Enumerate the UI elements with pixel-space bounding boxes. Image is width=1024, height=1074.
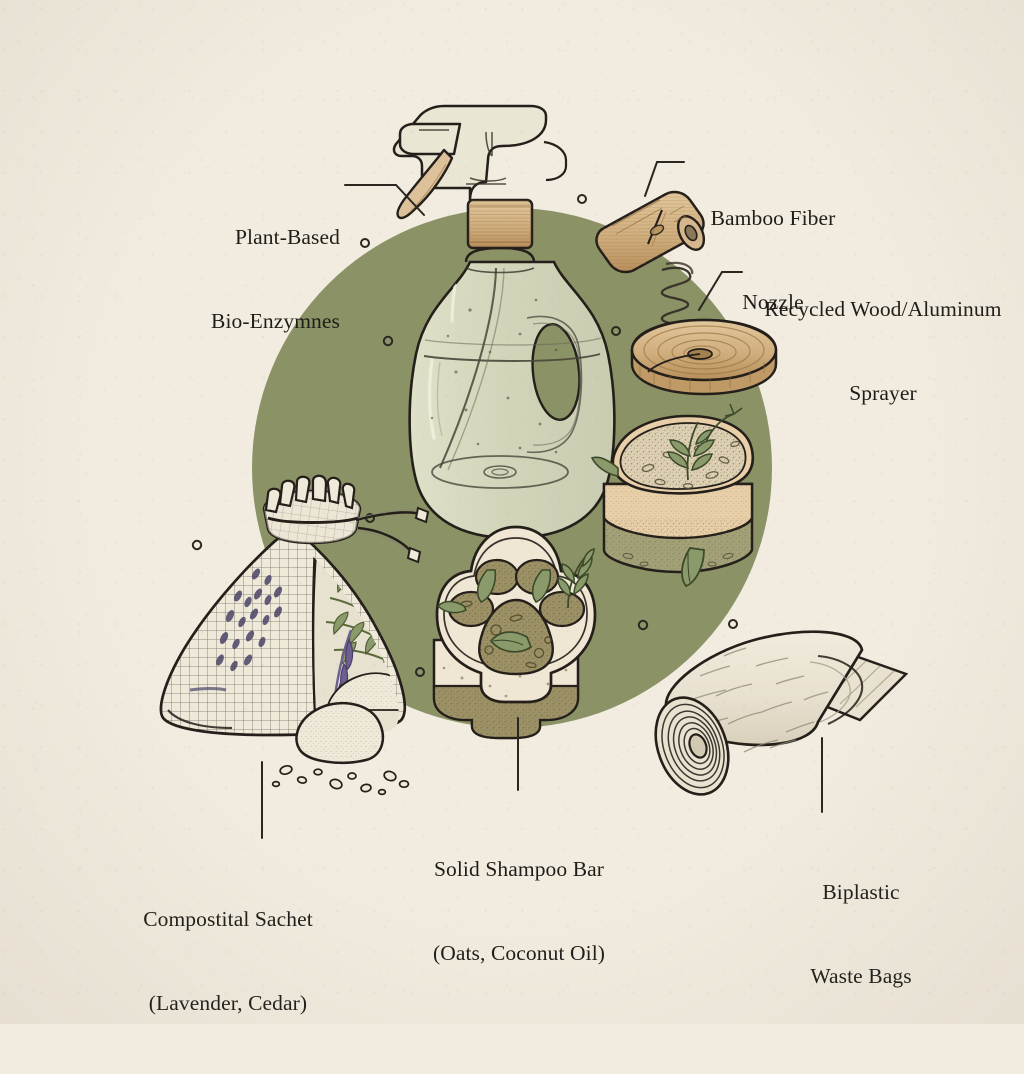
wooden-disc-sprayer-base	[630, 318, 778, 396]
label-recycled-wood-aluminum-sprayer: Recycled Wood/Aluminum Sprayer	[739, 240, 1024, 464]
salt-crumbs	[271, 764, 410, 796]
paw-rosemary-sprig	[557, 548, 595, 609]
label-line: Recycled Wood/Aluminum	[764, 296, 1002, 321]
label-line: Nozzle	[742, 289, 804, 314]
bag-roll-fibers	[679, 647, 829, 753]
liquid-level-line	[423, 353, 601, 362]
label-line: Waste Bags	[810, 963, 912, 988]
leader-plant-based	[344, 184, 425, 216]
label-line: Sprayer	[849, 380, 917, 405]
paw-soap-bar	[432, 525, 597, 740]
illustration-canvas: Plant-Based Bio-Enzymnes Bamboo Fiber No…	[0, 0, 1024, 1024]
label-line: Biplastic	[822, 879, 900, 904]
label-compostital-sachet: Compostital Sachet (Lavender, Cedar)	[112, 850, 344, 1074]
soap-leaf	[590, 456, 619, 477]
leader-lines	[261, 161, 823, 839]
label-line: Plant-Based	[235, 224, 340, 249]
dip-tube	[439, 267, 498, 469]
label-line: (Oats, Coconut Oil)	[432, 940, 606, 965]
label-line: Bamboo Fiber	[710, 205, 836, 230]
bottle-base-ellipse	[431, 455, 569, 489]
soap-herb-sprig	[667, 421, 715, 481]
bamboo-nozzle	[595, 190, 706, 274]
label-line: Solid Shampoo Bar	[433, 856, 605, 881]
label-line: (Lavender, Cedar)	[148, 990, 308, 1015]
paw-leaf	[489, 631, 533, 653]
bag-roll-spiral-end	[654, 696, 730, 796]
label-plant-based-bio-enzymnes: Plant-Based Bio-Enzymnes	[188, 168, 340, 392]
label-biplastic-waste-bags: Biplastic Waste Bags	[770, 823, 952, 1047]
label-line: Bio-Enzymnes	[211, 308, 340, 333]
leader-bamboo-nozzle	[644, 161, 685, 197]
label-line: Compostital Sachet	[143, 906, 313, 931]
bottle-wood-collar	[466, 198, 534, 250]
bag-roll-core-hole	[688, 733, 708, 759]
label-bamboo-fiber-nozzle: Bamboo Fiber Nozzle	[690, 149, 856, 373]
eco-pet-products-illustration	[159, 104, 909, 839]
label-solid-shampoo-bar: Solid Shampoo Bar (Oats, Coconut Oil)	[406, 800, 632, 1024]
leader-recycled-sprayer	[698, 271, 743, 311]
bag-roll	[654, 630, 909, 796]
bottle-body	[408, 260, 616, 540]
herb-soap-bar	[590, 403, 755, 588]
